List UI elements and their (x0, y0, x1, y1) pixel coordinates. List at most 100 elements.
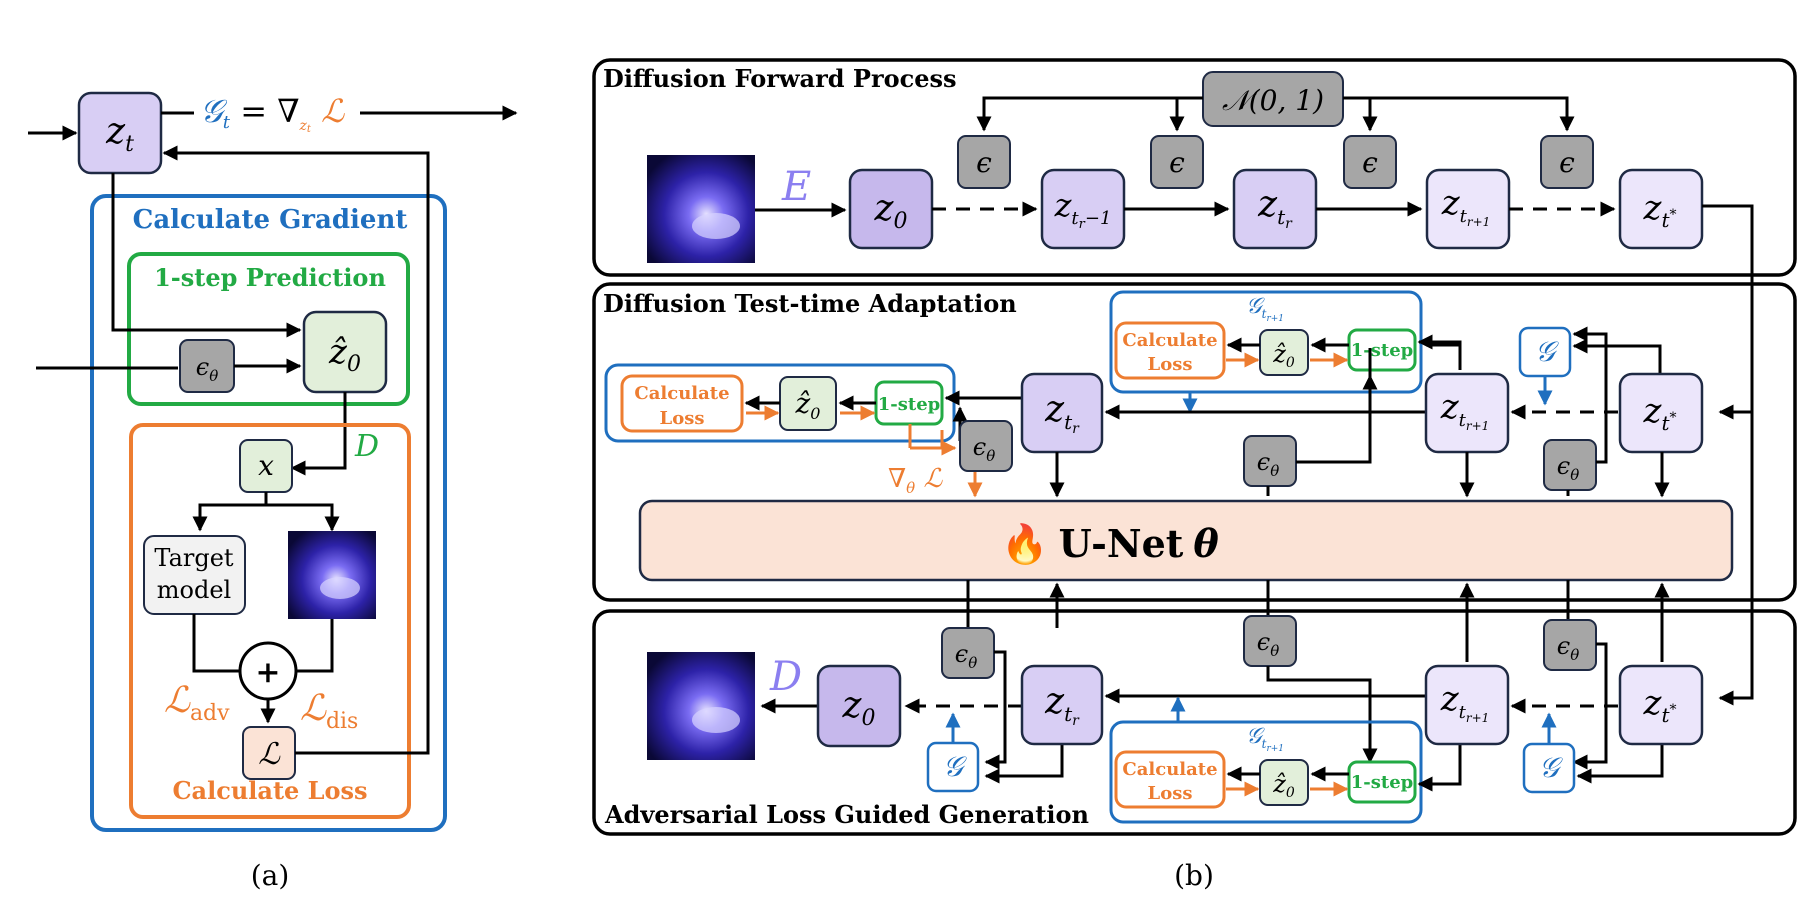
forward-eps-2 (1150, 135, 1204, 189)
forward-eps-4-label: ϵ (1559, 146, 1575, 179)
tta-left-calc-loss-l2: Loss (660, 408, 705, 429)
tta-mid-eps-to-onestep (1296, 374, 1378, 464)
tta-mid-calc-loss-l1: Calculate (1122, 330, 1217, 351)
adv-mid-g-label: 𝒢tr+1 (1246, 724, 1284, 754)
l-dis-label: ℒdis (300, 688, 358, 734)
adv-z0-node (816, 664, 902, 748)
tta-left-calc-loss (620, 374, 744, 433)
adv-right-eps-to-g (1572, 642, 1608, 770)
adv-ztr1-node (1424, 664, 1510, 746)
tta-box (592, 282, 1797, 602)
jellyfish-bell-a (320, 577, 360, 599)
tta-ztr1-node (1424, 372, 1510, 454)
adv-mid-calc-loss (1114, 750, 1226, 809)
caption-b: (b) (1174, 859, 1214, 892)
adv-decoder-label: D (769, 654, 802, 700)
adv-ztstar-node (1618, 664, 1704, 746)
caption-a: (a) (251, 859, 290, 892)
panel-a: zt 𝒢t = ∇zt ℒ Calculate Gradient 1-step … (28, 91, 518, 892)
zt-node (77, 91, 163, 175)
tta-right-eps (1543, 439, 1597, 491)
loss-feedback-arrow (162, 145, 430, 755)
forward-eps-3 (1343, 135, 1397, 189)
calculate-loss-title: Calculate Loss (172, 776, 367, 805)
x-label: x (258, 449, 274, 482)
jellyfish-image-a (288, 531, 376, 619)
fwd-z0-label: z0 (874, 188, 908, 234)
tta-mid-one-step-label: 1-step (1351, 340, 1413, 361)
jellyfish-bell-input (692, 213, 740, 239)
adv-mid-one-step-label: 1-step (1351, 772, 1413, 793)
adv-mid-calc-loss-l2: Loss (1148, 783, 1193, 804)
adv-mid-eps (1243, 615, 1297, 667)
tta-title: Diffusion Test-time Adaptation (603, 289, 1017, 318)
image-to-plus-line (296, 619, 334, 673)
jellyfish-image-input (647, 155, 755, 263)
target-to-plus-line (192, 614, 240, 673)
loss-label: ℒ (258, 737, 281, 772)
unet-bar (638, 499, 1734, 582)
adv-mid-gradient-box (1109, 720, 1423, 824)
forward-eps-3-label: ϵ (1362, 146, 1378, 179)
tta-ztr-label: ztr (1044, 389, 1080, 437)
target-model-label-2: model (157, 576, 231, 604)
adv-ztr-node (1020, 664, 1104, 746)
adv-ztstar-to-g (1576, 744, 1664, 784)
zt-star-to-tta-arrow (1702, 204, 1754, 420)
forward-eps-2-label: ϵ (1169, 146, 1185, 179)
adv-ztr-to-g (984, 744, 1064, 784)
tta-right-eps-to-g (1572, 326, 1608, 464)
l-adv-label: ℒadv (164, 680, 230, 726)
sum-label: + (255, 655, 280, 690)
tta-mid-calc-loss-l2: Loss (1148, 354, 1193, 375)
adv-mid-one-step (1347, 760, 1417, 804)
tta-mid-z0hat (1259, 329, 1309, 376)
calculate-gradient-title: Calculate Gradient (133, 205, 408, 235)
gradient-formula: 𝒢t = ∇zt ℒ (200, 92, 345, 135)
tta-left-one-step-label: 1-step (878, 394, 940, 415)
x-to-image-arrow (266, 503, 340, 532)
forward-eps-1-label: ϵ (976, 146, 992, 179)
forward-eps-4 (1540, 135, 1594, 189)
decoder-label: D (354, 429, 379, 464)
calculate-loss-box (129, 423, 411, 819)
forward-process-title: Diffusion Forward Process (603, 64, 957, 93)
grad-theta-label: ∇θ ℒ (888, 464, 943, 497)
panel-b: Diffusion Forward Process 𝒩(0, 1) ϵ ϵ ϵ … (592, 58, 1797, 892)
adv-title: Adversarial Loss Guided Generation (604, 800, 1089, 829)
forward-process-box (592, 58, 1797, 277)
forward-eps-1 (957, 135, 1011, 189)
encoder-label: E (781, 164, 811, 210)
tta-ztstar-to-g (1572, 338, 1662, 374)
zt-star-to-adv-arrow (1718, 412, 1754, 706)
x-to-target-arrow (192, 492, 268, 532)
adv-left-eps-to-g (984, 650, 1007, 770)
adv-box (592, 609, 1797, 836)
tta-mid-g-label: 𝒢tr+1 (1246, 294, 1284, 324)
fwd-zt-star-node (1618, 168, 1704, 250)
normal-noise-label: 𝒩(0, 1) (1222, 84, 1324, 117)
tta-ztr1-up-to-onestep (1417, 334, 1462, 370)
jellyfish-image-output (647, 652, 755, 760)
adv-mid-z0hat (1259, 759, 1309, 806)
tta-mid-one-step (1347, 328, 1417, 372)
one-step-prediction-title: 1-step Prediction (154, 263, 386, 292)
noise-to-eps4-arrow (1343, 96, 1575, 132)
tta-ztr-node (1020, 372, 1104, 454)
target-model-label-1: Target (154, 544, 233, 572)
adv-ztr1-to-onestep (1417, 740, 1462, 792)
tta-mid-calc-loss (1114, 321, 1226, 380)
jellyfish-bell-output (692, 707, 740, 733)
adv-mid-calc-loss-l1: Calculate (1122, 759, 1217, 780)
zt-to-z0hat-arrow (111, 173, 302, 338)
fwd-ztr-plus1-node (1425, 168, 1511, 250)
tta-left-calc-loss-l1: Calculate (634, 383, 729, 404)
decode-arrow (290, 392, 347, 476)
noise-to-eps3-arrow (1343, 96, 1378, 132)
fire-icon: 🔥 (1001, 521, 1048, 566)
tta-left-eps (959, 420, 1013, 472)
calculate-gradient-box (90, 194, 447, 832)
noise-to-eps1-arrow (976, 96, 1203, 132)
